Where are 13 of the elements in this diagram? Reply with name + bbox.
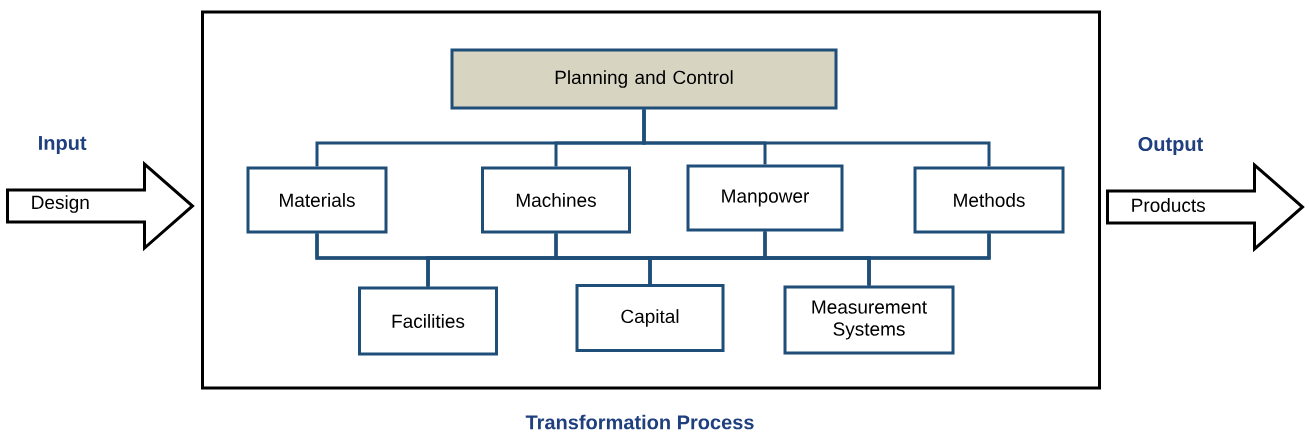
process-box: Measurement Systems [783, 285, 955, 355]
process-box: Capital [575, 284, 725, 352]
arrow-heading: Output [1138, 136, 1203, 156]
process-box: Materials [246, 166, 388, 234]
connector-line [867, 233, 991, 286]
process-box: Facilities [358, 286, 498, 356]
process-box: Methods [913, 166, 1065, 234]
header-box: Planning and Control [450, 48, 838, 110]
process-box: Manpower [686, 164, 844, 232]
arrow-heading: Input [39, 136, 87, 154]
connector-line [642, 109, 991, 167]
process-box: Machines [481, 166, 631, 234]
node-label: Transformation Process [525, 414, 754, 430]
